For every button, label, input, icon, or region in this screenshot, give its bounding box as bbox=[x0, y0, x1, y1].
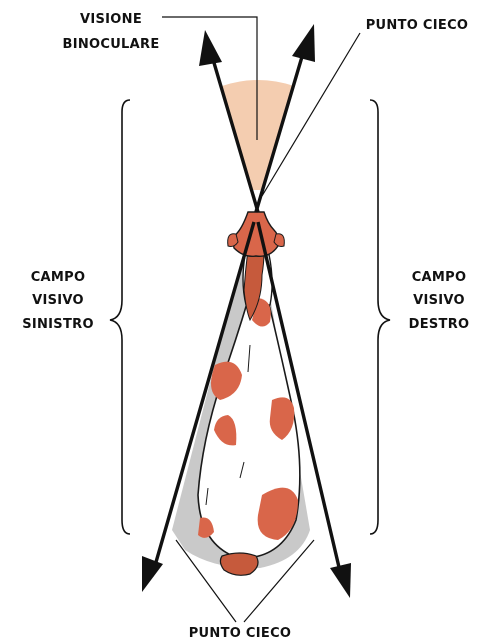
right-curly-brace-icon bbox=[370, 100, 390, 534]
binocular-vision-zone bbox=[222, 80, 294, 190]
left-curly-brace-icon bbox=[110, 100, 130, 534]
horse-head bbox=[234, 212, 279, 256]
blind-spot-bottom-label: PUNTO CIECO bbox=[189, 626, 292, 641]
binocular-label-line1: VISIONE bbox=[80, 12, 142, 27]
left-field-label-line3: SINISTRO bbox=[22, 317, 94, 332]
binocular-label-line2: BINOCULARE bbox=[62, 37, 159, 52]
arrow-icon bbox=[292, 24, 315, 62]
arrow-icon bbox=[199, 30, 222, 66]
right-field-label-line1: CAMPO bbox=[412, 270, 467, 285]
horse-tail bbox=[220, 553, 258, 575]
right-field-label-line2: VISIVO bbox=[413, 293, 465, 308]
arrow-icon bbox=[330, 563, 351, 598]
horse-ear-left bbox=[228, 234, 238, 247]
left-field-label-line2: VISIVO bbox=[32, 293, 84, 308]
horse-ear-right bbox=[274, 234, 284, 247]
right-field-label-line3: DESTRO bbox=[409, 317, 470, 332]
left-field-label-line1: CAMPO bbox=[31, 270, 86, 285]
blind-spot-top-label: PUNTO CIECO bbox=[366, 18, 469, 33]
arrow-icon bbox=[142, 556, 163, 592]
